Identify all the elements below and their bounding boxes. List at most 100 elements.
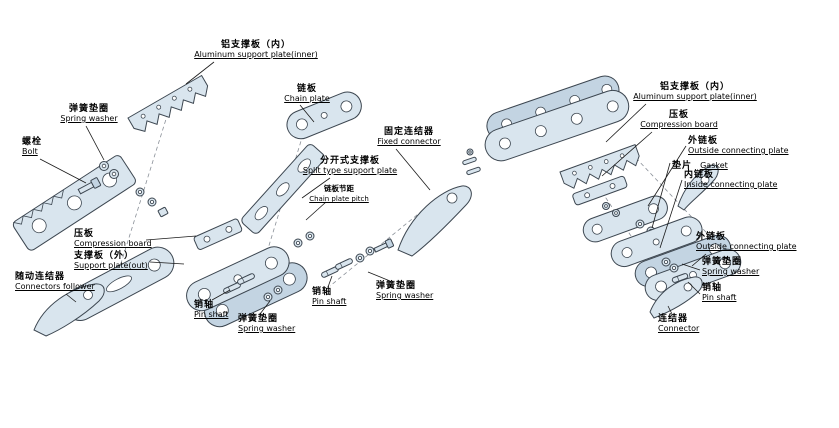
label-en: Aluminum support plate(inner) <box>633 92 757 101</box>
label-pin-shaft-bottom-middle: 销轴 Pin shaft <box>312 287 346 307</box>
spring-washer <box>99 161 109 171</box>
gasket <box>635 219 645 229</box>
spring-washer <box>293 238 303 248</box>
label-en: Spring washer <box>376 291 434 300</box>
part-connector <box>649 276 703 319</box>
label-en: Spring washer <box>238 324 296 333</box>
label-en: Spring washer <box>60 114 118 123</box>
label-zh: 弹簧垫圈 <box>68 104 109 114</box>
label-zh: 支撑板（外） <box>74 251 135 261</box>
label-zh: 弹簧垫圈 <box>702 257 743 267</box>
label-aluminum-support-plate-inner-right: 铝支撑板（内） Aluminum support plate(inner) <box>630 82 760 102</box>
spring-washer <box>466 148 474 156</box>
label-en: Compression board <box>74 239 152 248</box>
label-zh: 弹簧垫圈 <box>376 281 417 291</box>
pin-shaft <box>335 258 353 270</box>
label-zh: 连结器 <box>658 314 689 324</box>
part-chain-plate <box>286 91 362 140</box>
label-zh: 销轴 <box>702 283 723 293</box>
label-zh: 压板 <box>668 110 689 120</box>
label-spring-washer-right: 弹簧垫圈 Spring washer <box>702 257 759 277</box>
label-bolt: 螺栓 Bolt <box>22 137 42 157</box>
spring-washer <box>135 187 145 197</box>
spring-washer <box>263 292 273 302</box>
label-zh: 铝支撑板（内） <box>659 82 730 92</box>
leader-lines <box>39 61 707 315</box>
part-compression-board <box>572 175 628 206</box>
spring-washer <box>365 246 375 256</box>
label-en: Fixed connector <box>377 137 441 146</box>
label-en: Aluminum support plate(inner) <box>194 50 318 59</box>
label-zh: 链板 <box>296 84 317 94</box>
bolt <box>77 177 102 195</box>
label-en: Pin shaft <box>194 310 229 319</box>
label-en: Gasket <box>700 161 728 170</box>
label-spring-washer-bottom-right: 弹簧垫圈 Spring washer <box>376 281 433 301</box>
label-zh: 内链板 <box>684 170 715 180</box>
label-outside-connecting-plate-top: 外链板 Outside connecting plate <box>688 136 789 156</box>
pin-shaft <box>462 156 477 166</box>
part-aluminum-support-plate-inner <box>559 144 643 192</box>
label-zh: 销轴 <box>312 287 333 297</box>
left-assembly <box>12 75 472 337</box>
pin-shaft <box>237 273 255 285</box>
label-pin-shaft-right: 销轴 Pin shaft <box>702 283 736 303</box>
part-split-type-support-plate <box>241 144 325 234</box>
label-zh: 弹簧垫圈 <box>238 314 279 324</box>
label-zh: 螺栓 <box>22 137 43 147</box>
bolt <box>373 238 395 253</box>
label-en: Support plate(out) <box>74 261 148 270</box>
gasket <box>612 209 620 217</box>
spring-washer <box>669 263 679 273</box>
label-zh: 随动连结器 <box>15 272 66 282</box>
label-en: Pin shaft <box>702 293 737 302</box>
label-zh: 外链板 <box>696 232 727 242</box>
label-en: Outside connecting plate <box>688 146 789 155</box>
spring-washer <box>661 257 671 267</box>
label-zh: 外链板 <box>688 136 719 146</box>
label-zh: 铝支撑板（内） <box>220 40 291 50</box>
label-spring-washer-top-left: 弹簧垫圈 Spring washer <box>60 104 118 124</box>
nut <box>157 206 169 218</box>
label-inside-connecting-plate: 内链板 Inside connecting plate <box>684 170 777 190</box>
label-zh: 销轴 <box>194 300 215 310</box>
spring-washer <box>305 231 315 241</box>
label-en: Chain plate pitch <box>309 195 369 203</box>
spring-washer <box>273 285 283 295</box>
label-aluminum-support-plate-inner-left: 铝支撑板（内） Aluminum support plate(inner) <box>190 40 322 60</box>
label-en: Split type support plate <box>302 166 398 175</box>
part-chain-plate-middle-back <box>204 262 308 328</box>
pin-shaft <box>466 166 481 176</box>
label-en: Connector <box>658 324 700 333</box>
label-compression-board-left: 压板 Compression board <box>74 229 152 249</box>
label-en: Spring washer <box>702 267 760 276</box>
label-split-type-support-plate: 分开式支撑板 Split type support plate <box>300 156 400 176</box>
label-support-plate-out: 支撑板（外） Support plate(out) <box>74 251 148 271</box>
gasket <box>602 202 610 210</box>
label-spring-washer-bottom-middle: 弹簧垫圈 Spring washer <box>238 314 295 334</box>
part-outside-connecting-plate <box>582 195 668 243</box>
label-zh: 链板节距 <box>324 184 354 193</box>
part-chain-plate-left <box>12 155 136 251</box>
label-chain-plate: 链板 Chain plate <box>282 84 332 104</box>
label-connectors-follower: 随动连结器 Connectors follower <box>15 272 95 292</box>
label-connector: 连结器 Connector <box>658 314 699 334</box>
label-gasket: 垫片 Gasket <box>672 158 728 171</box>
part-connectors-follower <box>33 283 105 337</box>
label-fixed-connector: 固定连结器 Fixed connector <box>374 127 444 147</box>
part-aluminum-support-plate-inner <box>127 75 213 136</box>
label-chain-plate-pitch: 链板节距 Chain plate pitch <box>306 184 372 204</box>
right-assembly <box>462 75 742 319</box>
part-inside-connecting-plate <box>610 216 703 268</box>
spring-washer <box>147 197 157 207</box>
label-en: Outside connecting plate <box>696 242 797 251</box>
label-en: Bolt <box>22 147 38 156</box>
part-compression-board <box>193 218 243 250</box>
part-bracket <box>677 164 719 211</box>
label-en: Compression board <box>640 120 718 129</box>
label-compression-board-right: 压板 Compression board <box>640 110 718 130</box>
label-en: Connectors follower <box>15 282 95 291</box>
label-en: Pin shaft <box>312 297 347 306</box>
